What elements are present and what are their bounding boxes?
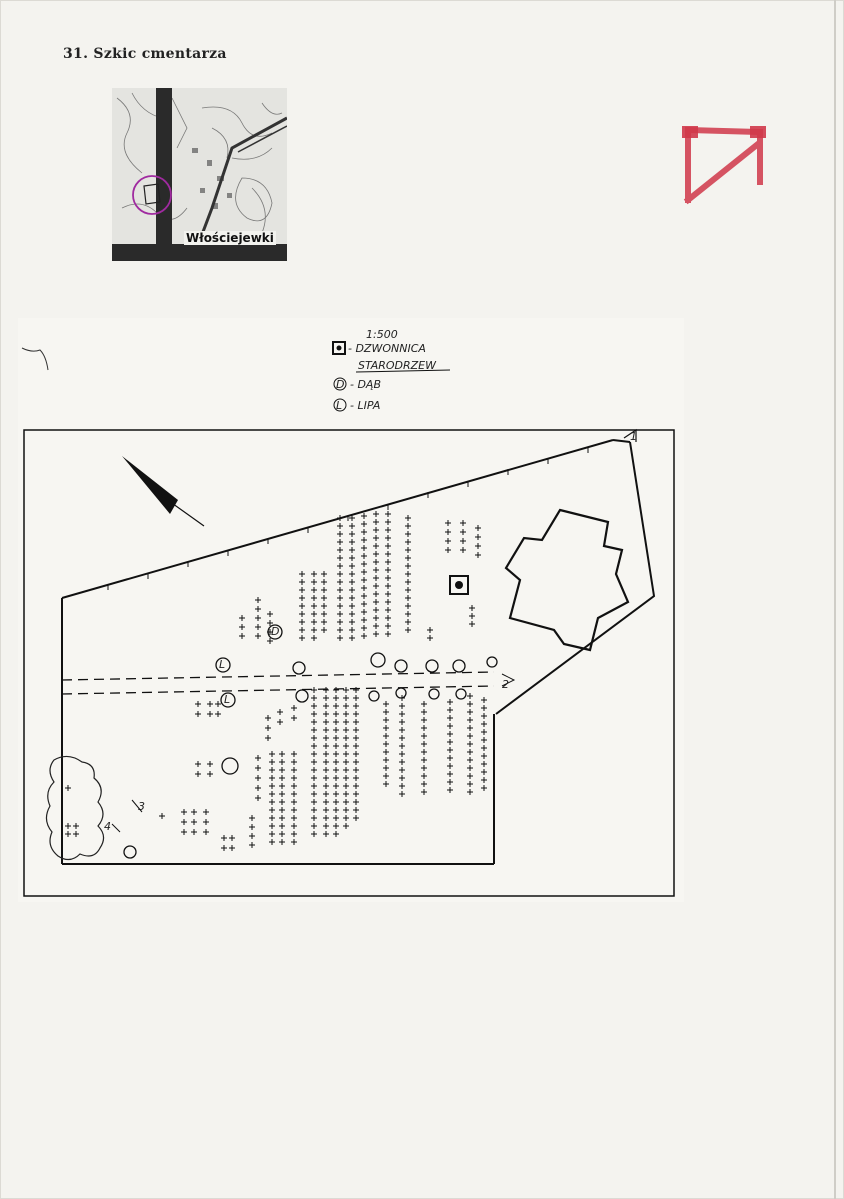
legend-linden: - LIPA (350, 399, 380, 412)
legend: 1:500 - DZWONNICA STARODRZEW D - DĄB L -… (332, 328, 451, 412)
entrance-4-label: 4 (104, 820, 111, 833)
cemetery-sketch: 1:500 - DZWONNICA STARODRZEW D - DĄB L -… (18, 318, 684, 902)
location-map: Włościejewki (112, 88, 287, 261)
tree-linden-label-b: L (224, 693, 230, 706)
legend-linden-symbol: L (336, 399, 342, 412)
cemetery-boundary (61, 439, 656, 865)
grave-crosses (65, 511, 487, 851)
bush-outline (45, 755, 105, 861)
tree-oak-label: D (271, 625, 279, 638)
cemetery-marker (132, 175, 172, 215)
entrance-1-label: 1 (630, 430, 637, 443)
trees (123, 624, 498, 859)
main-path (61, 671, 495, 695)
page-title: 31. Szkic cmentarza (63, 46, 227, 62)
map-place-label: Włościejewki (184, 231, 276, 245)
north-arrow-icon (122, 456, 205, 527)
north-arrow-stamp-icon (682, 126, 766, 205)
legend-oak: - DĄB (350, 378, 381, 391)
entrance-3-label: 3 (138, 800, 145, 813)
legend-bell-tower: - DZWONNICA (348, 342, 426, 355)
cemetery-plan-graphic: 1:500 - DZWONNICA STARODRZEW D - DĄB L -… (21, 328, 675, 897)
tree-linden-label-a: L (219, 658, 225, 671)
legend-scale: 1:500 (366, 328, 398, 341)
bell-tower-icon (449, 575, 469, 595)
legend-oak-symbol: D (336, 378, 344, 391)
sketch-frame (23, 429, 675, 897)
church-building (504, 508, 630, 652)
page-edge (834, 0, 836, 1199)
legend-old-tree: STARODRZEW (358, 359, 437, 372)
red-stamp (680, 122, 770, 206)
